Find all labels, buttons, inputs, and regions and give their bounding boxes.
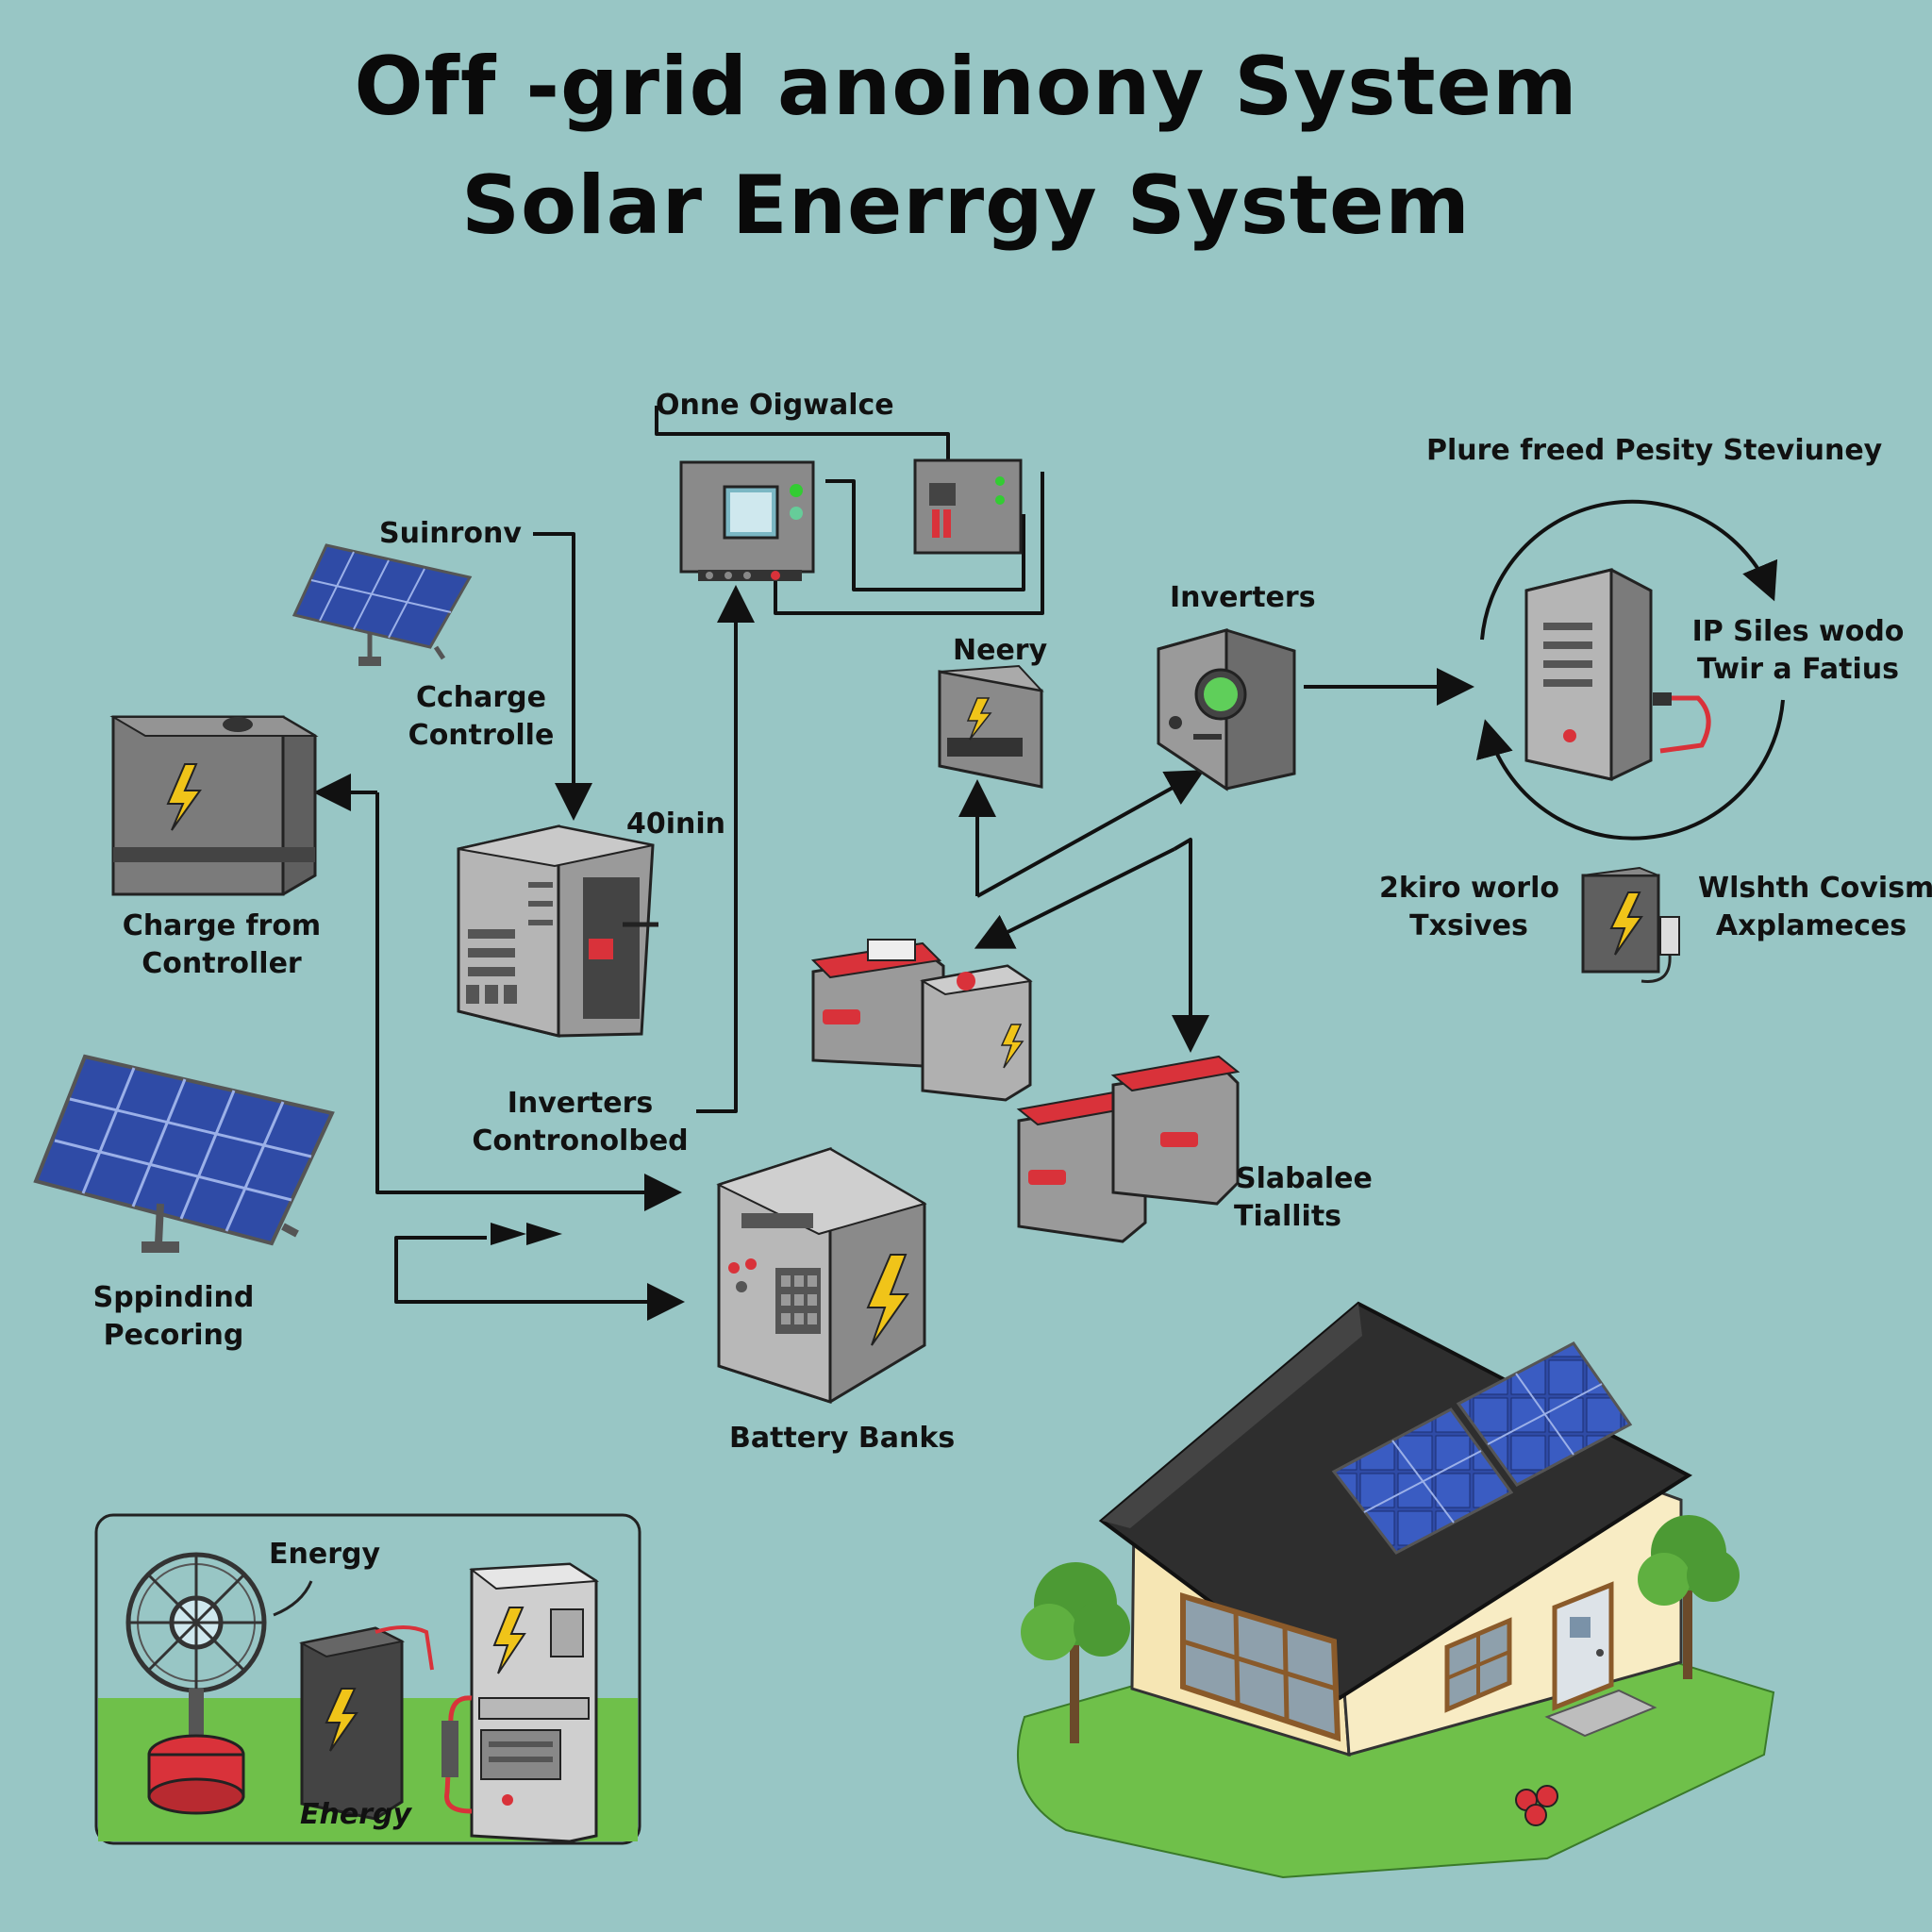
label-line: Axplameces [1715, 909, 1907, 942]
label-slabalee-tiallits: Slabalee Tiallits [1234, 1160, 1373, 1236]
label-charge-from-controller: Charge from Controller [113, 908, 330, 983]
connector-loop-bottom [394, 1236, 685, 1321]
tree-icon [1638, 1515, 1740, 1679]
connector-suinronv-to-controller [533, 532, 592, 821]
solar-panel-icon [1331, 1341, 1633, 1555]
neery-device [938, 664, 1044, 789]
energy-inset-panel [94, 1513, 641, 1845]
label-energy-bottom: Ehergy [300, 1798, 412, 1831]
connector-lines [313, 406, 1785, 1321]
solar-panel-icon [291, 543, 473, 666]
label-line: Contronolbed [472, 1124, 689, 1158]
inverter-icon [441, 1562, 600, 1843]
label-line: IP Siles wodo [1691, 615, 1905, 648]
charge-controller-box [109, 715, 319, 896]
cycle-arc-bottom [1476, 699, 1785, 841]
title-line-1: Off -grid anoinony System [354, 40, 1578, 134]
label-suinronv: Suinronv [379, 517, 522, 550]
cycle-arc-top [1480, 499, 1778, 641]
control-panel-top-left [679, 460, 815, 581]
label-line: Twir a Fatius [1697, 653, 1899, 686]
connector-to-batteries [974, 847, 1175, 949]
connector-inverters-controlled [696, 585, 755, 1113]
double-arrow-marker [491, 1223, 562, 1245]
fan-icon [125, 1552, 267, 1815]
lightning-bolt-icon [1581, 866, 1680, 983]
battery-icon [810, 939, 945, 1068]
house-icon [1017, 1301, 1775, 1879]
connector-panel-loop-1 [825, 479, 1025, 591]
label-line: Inverters [507, 1087, 654, 1120]
label-line: 2kiro worlo [1379, 872, 1559, 905]
red-pipes [1515, 1785, 1558, 1826]
label-inverters-contronolbed: Inverters Contronolbed [472, 1085, 689, 1160]
label-line: Controlle [408, 719, 555, 752]
label-neery: Neery [953, 634, 1048, 667]
control-panel-top-right [913, 458, 1023, 555]
label-2kiro-worlo: 2kiro worlo Txsives [1379, 870, 1559, 945]
label-line: Txsives [1409, 909, 1528, 942]
battery-icon [299, 1625, 434, 1821]
label-line: Wlshth Covism [1698, 872, 1932, 905]
label-energy-top: Energy [269, 1538, 381, 1571]
connector-to-inverter [976, 770, 1205, 898]
tree-icon [1021, 1562, 1130, 1743]
lightning-bolt-icon [166, 763, 202, 831]
label-sppindind-pecoring: Sppindind Pecoring [79, 1279, 268, 1355]
connector-onne [655, 406, 950, 460]
battery-icon [1110, 1055, 1241, 1206]
battery-bank-cabinet [716, 1146, 927, 1405]
connector-panel-loop-2 [774, 472, 1044, 615]
label-plure-freed: Plure freed Pesity Steviuney [1426, 434, 1883, 467]
label-line: Sppindind [92, 1281, 255, 1314]
label-battery-banks: Battery Banks [729, 1422, 956, 1455]
inverter-icon [1157, 628, 1296, 791]
label-wlshth-covism: Wlshth Covism Axplameces [1698, 870, 1932, 945]
label-onne-oigwalce: Onne Oigwalce [656, 389, 894, 422]
controller-cabinet [457, 824, 658, 1038]
label-line: Ccharge [415, 681, 547, 714]
label-line: Charge from [122, 909, 322, 942]
title-line-2: Solar Enerrgy System [461, 158, 1471, 253]
label-inverters-top: Inverters [1170, 581, 1316, 614]
label-ccharge-controlle: Ccharge Controlle [396, 679, 566, 755]
label-line: Tiallits [1234, 1200, 1342, 1233]
label-40inin: 40inin [626, 808, 726, 841]
label-line: Pecoring [103, 1319, 244, 1352]
solar-panel-icon [33, 1054, 335, 1253]
label-line: Slabalee [1236, 1162, 1373, 1195]
cabinet-cycle [1524, 568, 1711, 781]
label-line: Controller [142, 947, 302, 980]
connector-to-lower-batteries [1172, 838, 1209, 1053]
label-ip-siles: IP Siles wodo Twir a Fatius [1675, 613, 1921, 689]
battery-icon [920, 964, 1033, 1102]
connector-to-battery-bank [375, 792, 682, 1211]
